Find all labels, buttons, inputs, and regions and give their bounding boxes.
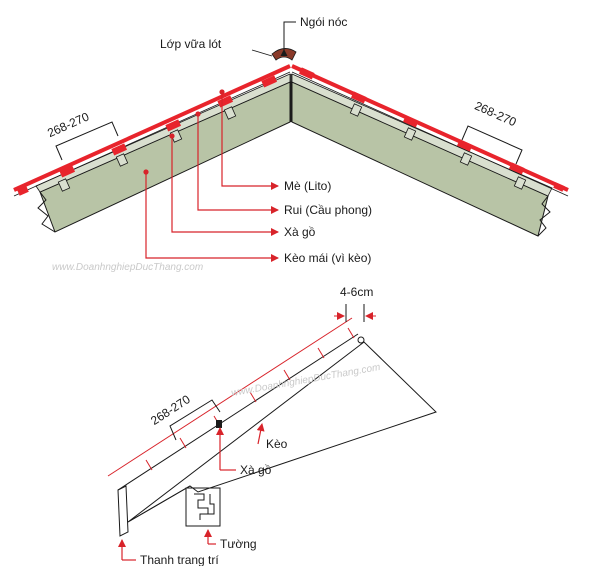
legend-item-truss: Kèo mái (vì kèo) — [284, 251, 371, 265]
left-spacing-label: 268-270 — [45, 109, 91, 140]
wall-section — [185, 487, 221, 527]
ridge-pin — [357, 336, 365, 344]
rafter-pointer — [256, 423, 265, 445]
right-spacing-label: 268-270 — [472, 99, 518, 130]
bottom-roof-section: 268-270 4-6cm Kèo Xà gồ Tường Thanh tran… — [107, 285, 437, 566]
top-rail — [117, 333, 359, 491]
batten-dimension-line — [107, 317, 353, 477]
left-spacing-dimension: 268-270 — [45, 109, 119, 161]
purlin-label: Xà gồ — [240, 463, 272, 477]
purlin-marker — [216, 420, 222, 428]
ridge-tile-pointer — [280, 21, 296, 56]
gap-dimension: 4-6cm — [334, 285, 376, 322]
ridge-tile — [271, 48, 297, 61]
top-watermark: www.DoanhnghiepDucThang.com — [52, 262, 203, 273]
right-purlins — [349, 103, 527, 190]
right-break-end — [537, 195, 551, 237]
mortar-layer-label: Lớp vữa lót — [160, 37, 222, 51]
bottom-spacing-label: 268-270 — [148, 392, 193, 428]
left-tiles — [13, 64, 291, 197]
rafter-label: Kèo — [266, 437, 288, 451]
wall-label: Tường — [220, 537, 257, 551]
left-purlins — [57, 106, 237, 192]
legend-leaders — [143, 89, 279, 262]
legend-item-batten: Mè (Lito) — [284, 179, 331, 193]
bottom-spacing-dimension: 268-270 — [148, 392, 221, 441]
right-tiles — [291, 64, 569, 197]
mortar-pointer — [251, 49, 273, 57]
fascia-board — [117, 485, 129, 537]
left-break-end — [37, 191, 56, 233]
gap-label: 4-6cm — [340, 285, 373, 299]
top-roof-section: Ngói nóc Lớp vữa lót 268-270 268-270 Mè … — [13, 15, 569, 273]
fascia-label: Thanh trang trí — [140, 553, 219, 566]
legend-item-purlin: Xà gồ — [284, 225, 316, 239]
legend-item-rafter: Rui (Cầu phong) — [284, 203, 372, 217]
ridge-tile-label: Ngói nóc — [300, 15, 347, 29]
